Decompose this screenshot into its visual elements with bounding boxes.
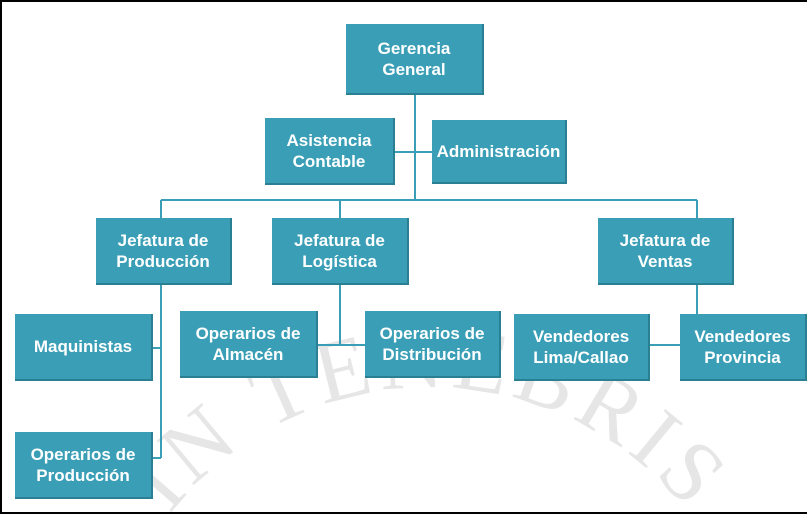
node-label-line: Gerencia bbox=[377, 38, 451, 58]
node-maquinistas: Maquinistas bbox=[15, 314, 153, 381]
node-jefatura-logistica: Jefatura de Logística bbox=[272, 218, 409, 285]
node-label-line: Logística bbox=[302, 251, 377, 271]
node-label-line: Operarios de bbox=[30, 444, 136, 464]
node-label-line: Asistencia bbox=[286, 130, 372, 150]
node-label-line: Administración bbox=[436, 141, 561, 161]
node-operarios-almacen: Operarios de Almacén bbox=[180, 311, 318, 378]
node-label-line: Producción bbox=[116, 251, 210, 271]
node-jefatura-produccion: Jefatura de Producción bbox=[96, 218, 232, 285]
node-asistencia-contable: Asistencia Contable bbox=[265, 118, 395, 185]
node-operarios-produccion: Operarios de Producción bbox=[15, 432, 153, 499]
node-label-line: Vendedores bbox=[532, 326, 630, 346]
node-label-line: Distribución bbox=[382, 344, 482, 364]
node-operarios-distribucion: Operarios de Distribución bbox=[365, 311, 501, 378]
node-vendedores-provincia: Vendedores Provincia bbox=[680, 314, 807, 381]
node-label-line: Jefatura de bbox=[619, 230, 711, 250]
node-label-line: Operarios de bbox=[379, 323, 485, 343]
node-label-line: Ventas bbox=[637, 251, 693, 271]
node-label-line: Contable bbox=[292, 151, 366, 171]
node-label-line: Jefatura de bbox=[117, 230, 209, 250]
node-jefatura-ventas: Jefatura de Ventas bbox=[598, 218, 734, 285]
node-administracion: Administración bbox=[432, 120, 567, 184]
node-label-line: Vendedores bbox=[694, 326, 791, 346]
node-label-line: Jefatura de bbox=[294, 230, 385, 250]
node-label-line: Operarios de bbox=[195, 323, 301, 343]
node-vendedores-lima-callao: Vendedores Lima/Callao bbox=[514, 314, 650, 381]
node-label-line: Almacén bbox=[212, 344, 284, 364]
node-label-line: Producción bbox=[36, 465, 130, 485]
node-label-line: Provincia bbox=[704, 347, 781, 367]
node-label-line: Maquinistas bbox=[33, 337, 133, 356]
node-label-line: General bbox=[382, 59, 446, 79]
node-label-line: Lima/Callao bbox=[533, 347, 629, 367]
node-gerencia-general: Gerencia General bbox=[346, 24, 484, 95]
